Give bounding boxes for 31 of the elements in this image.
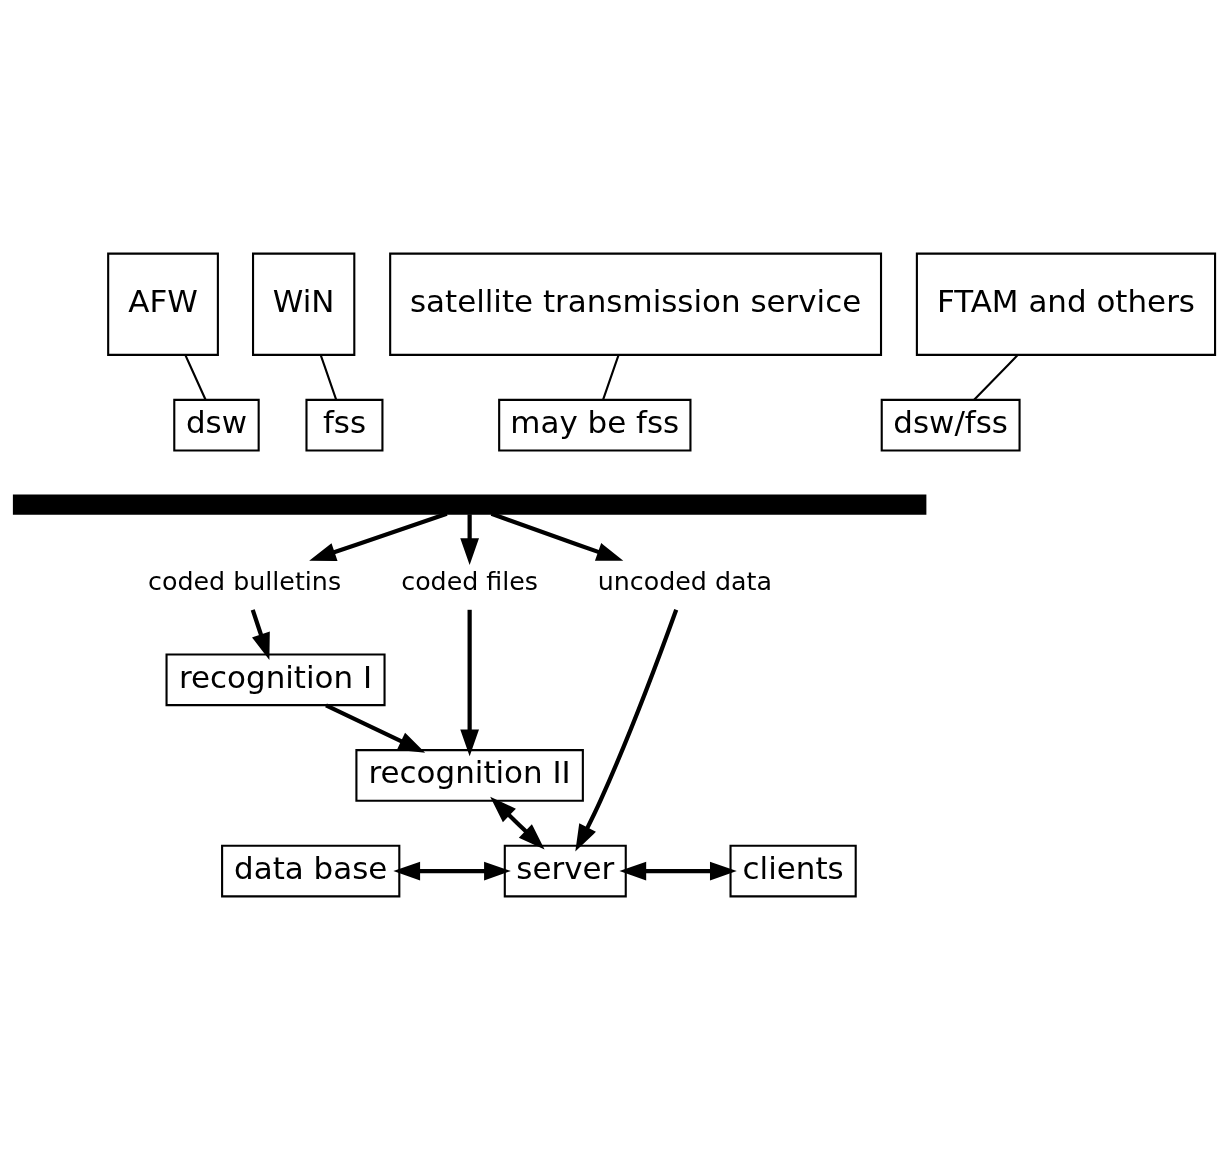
arrow: [460, 609, 479, 756]
node-box: recognition I: [165, 652, 386, 706]
connector: [973, 353, 1019, 400]
node-box: clients: [729, 844, 857, 897]
arrow: [325, 702, 426, 753]
arrow: [309, 511, 448, 561]
arrow: [490, 796, 545, 850]
connector: [319, 354, 338, 400]
node-text: coded files: [401, 566, 539, 596]
node-text: coded bulletins: [148, 566, 342, 596]
node-box: data base: [221, 844, 401, 897]
arrow: [490, 511, 624, 561]
node-box: dsw/fss: [880, 398, 1021, 452]
arrow: [393, 861, 511, 880]
node-box: server: [503, 844, 627, 897]
node-bar: [12, 494, 927, 515]
node-box: AFW: [107, 252, 219, 356]
connector: [602, 354, 620, 400]
node-box: satellite transmission service: [389, 252, 883, 356]
arrow: [250, 608, 270, 660]
node-box: recognition II: [355, 748, 584, 802]
arrow: [460, 513, 479, 565]
node-box: may be fss: [498, 398, 692, 452]
node-text: uncoded data: [597, 566, 772, 596]
node-box: FTAM and others: [915, 252, 1217, 356]
arrow: [619, 861, 737, 880]
connector: [184, 354, 207, 400]
node-box: dsw: [173, 398, 260, 452]
arrow: [575, 608, 679, 851]
node-box: fss: [305, 398, 384, 452]
node-box: WiN: [252, 252, 356, 356]
